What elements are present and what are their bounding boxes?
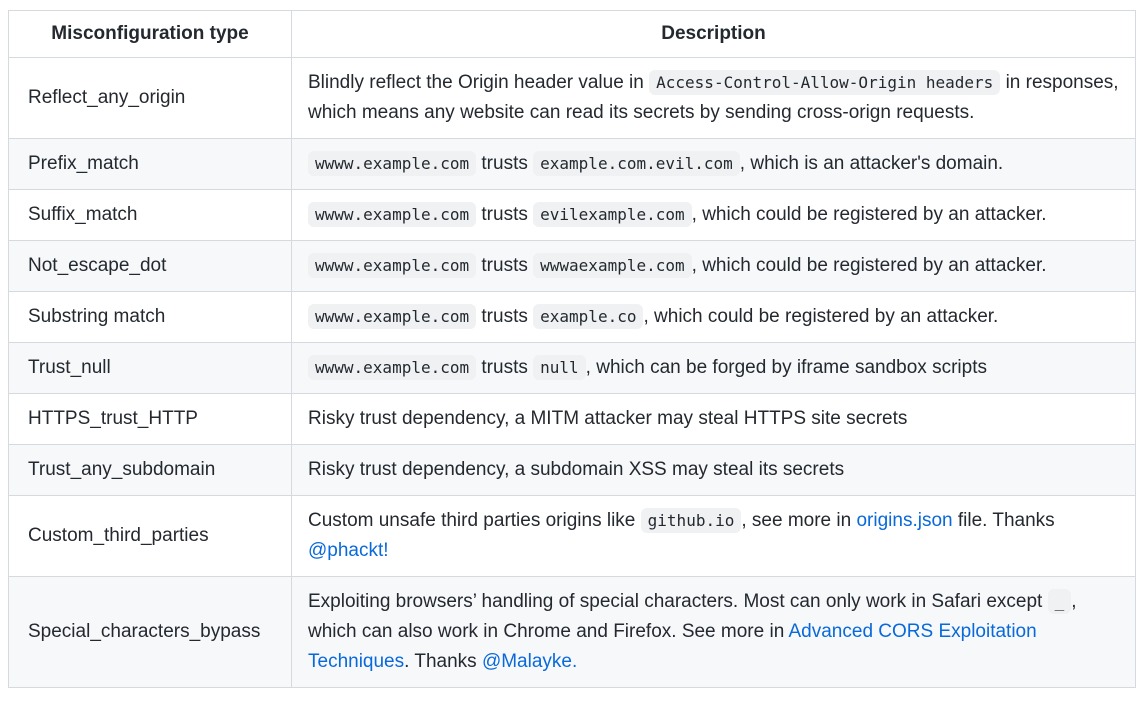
text-segment: trusts: [476, 204, 534, 225]
description-cell: wwww.example.com trusts evilexample.com,…: [291, 189, 1136, 241]
table-header: Misconfiguration type Description: [8, 10, 1136, 58]
text-segment: trusts: [476, 306, 534, 327]
text-segment: , which can be forged by iframe sandbox …: [585, 357, 987, 378]
misconfiguration-type-cell: HTTPS_trust_HTTP: [8, 393, 292, 445]
inline-code: wwwaexample.com: [533, 253, 692, 278]
page: { "colors": { "text": "#24292f", "border…: [8, 10, 1136, 688]
text-segment: Blindly reflect the Origin header value …: [308, 72, 650, 93]
table-body: Reflect_any_origin Blindly reflect the Or…: [8, 57, 1136, 688]
column-header-misconfiguration-type: Misconfiguration type: [8, 10, 292, 58]
misconfiguration-type-cell: Custom_third_parties: [8, 495, 292, 577]
misconfiguration-type-cell: Reflect_any_origin: [8, 57, 292, 139]
misconfiguration-type-cell: Suffix_match: [8, 189, 292, 241]
text-segment: Risky trust dependency, a subdomain XSS …: [308, 459, 845, 480]
inline-code: _: [1047, 589, 1072, 614]
inline-code: wwww.example.com: [308, 355, 477, 380]
column-header-description: Description: [291, 10, 1136, 58]
phackt-link[interactable]: @phackt!: [308, 540, 389, 561]
text-segment: Risky trust dependency, a MITM attacker …: [308, 408, 908, 429]
misconfiguration-type-cell: Prefix_match: [8, 138, 292, 190]
inline-code: wwww.example.com: [308, 304, 477, 329]
misconfiguration-type-cell: Trust_any_subdomain: [8, 444, 292, 496]
text-segment: file. Thanks: [952, 510, 1055, 531]
inline-code: example.com.evil.com: [533, 151, 740, 176]
inline-code: evilexample.com: [533, 202, 692, 227]
table-row: Special_characters_bypass Exploiting brow…: [8, 576, 1136, 688]
origins-json-link[interactable]: origins.json: [856, 510, 953, 531]
description-cell: Risky trust dependency, a subdomain XSS …: [291, 444, 1136, 496]
malayke-link[interactable]: @Malayke.: [481, 651, 578, 672]
text-segment: , which could be registered by an attack…: [691, 204, 1047, 225]
table-row: Trust_any_subdomain Risky trust dependenc…: [8, 444, 1136, 496]
description-cell: Risky trust dependency, a MITM attacker …: [291, 393, 1136, 445]
inline-code: wwww.example.com: [308, 151, 477, 176]
misconfiguration-type-cell: Trust_null: [8, 342, 292, 394]
text-segment: Custom unsafe third parties origins like: [308, 510, 641, 531]
header-row: Misconfiguration type Description: [8, 10, 1136, 58]
text-segment: trusts: [476, 153, 534, 174]
text-segment: , which could be registered by an attack…: [643, 306, 999, 327]
inline-code: example.co: [533, 304, 644, 329]
misconfiguration-type-cell: Not_escape_dot: [8, 240, 292, 292]
inline-code: github.io: [640, 508, 742, 533]
misconfiguration-type-cell: Special_characters_bypass: [8, 576, 292, 688]
advanced-cors-exploitation-techniques-link[interactable]: Advanced CORS Exploitation Techniques: [308, 621, 1037, 672]
description-cell: Custom unsafe third parties origins like…: [291, 495, 1136, 577]
text-segment: , see more in: [741, 510, 857, 531]
description-cell: wwww.example.com trusts null, which can …: [291, 342, 1136, 394]
misconfiguration-type-cell: Substring match: [8, 291, 292, 343]
description-cell: wwww.example.com trusts example.co, whic…: [291, 291, 1136, 343]
text-segment: . Thanks: [404, 651, 482, 672]
text-segment: Exploiting browsers’ handling of special…: [308, 591, 1048, 612]
text-segment: , which can also work in Chrome and Fire…: [308, 591, 1077, 642]
inline-code: wwww.example.com: [308, 253, 477, 278]
text-segment: in responses, which means any website ca…: [308, 72, 1119, 123]
misconfiguration-table: Misconfiguration type Description Reflec…: [8, 10, 1136, 688]
text-segment: trusts: [476, 357, 534, 378]
table-row: Reflect_any_origin Blindly reflect the Or…: [8, 57, 1136, 139]
text-segment: trusts: [476, 255, 534, 276]
text-segment: , which is an attacker's domain.: [739, 153, 1004, 174]
inline-code: wwww.example.com: [308, 202, 477, 227]
description-cell: wwww.example.com trusts example.com.evil…: [291, 138, 1136, 190]
inline-code: null: [533, 355, 586, 380]
description-cell: wwww.example.com trusts wwwaexample.com,…: [291, 240, 1136, 292]
inline-code: Access-Control-Allow-Origin headers: [649, 70, 1001, 95]
text-segment: , which could be registered by an attack…: [691, 255, 1047, 276]
description-cell: Exploiting browsers’ handling of special…: [291, 576, 1136, 688]
description-cell: Blindly reflect the Origin header value …: [291, 57, 1136, 139]
table-row: HTTPS_trust_HTTP Risky trust dependency, …: [8, 393, 1136, 445]
